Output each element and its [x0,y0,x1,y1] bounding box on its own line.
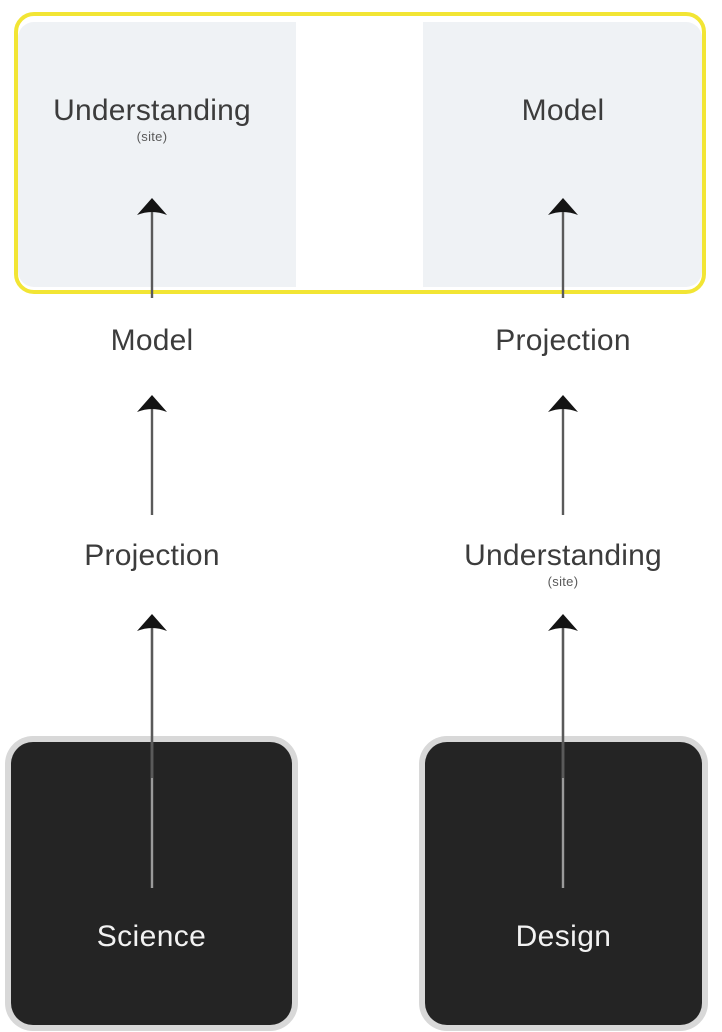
label-design-step-3-text: Model [521,94,605,127]
label-design-step-3: Model [413,95,713,130]
highlight-panel-left [18,22,296,287]
arrow-design-to-model [539,196,587,300]
arrow-science-base-to-projection [128,612,176,890]
label-science-step-2: Model [2,325,302,357]
arrow-science-to-understanding [128,196,176,300]
label-science-step-1: Projection [2,540,302,572]
arrow-design-base-to-understanding [539,612,587,890]
label-design-step-2-text: Projection [495,324,631,357]
label-science-step-3-sublabel: (site) [136,128,168,144]
discipline-box-science-label: Science [96,920,207,953]
arrow-projection-to-model [128,393,176,517]
label-design-step-1-text: Understanding [464,539,662,572]
label-design-step-1: Understanding (site) [413,540,713,588]
discipline-box-design-label: Design [515,920,612,953]
label-science-step-3-text: Understanding [53,94,251,127]
label-science-step-1-text: Projection [84,539,220,572]
arrow-understanding-to-projection [539,393,587,517]
label-design-step-2: Projection [413,325,713,357]
label-science-step-3: Understanding (site) [2,95,302,143]
label-design-step-1-sublabel: (site) [547,573,579,589]
label-science-step-2-text: Model [110,324,194,357]
